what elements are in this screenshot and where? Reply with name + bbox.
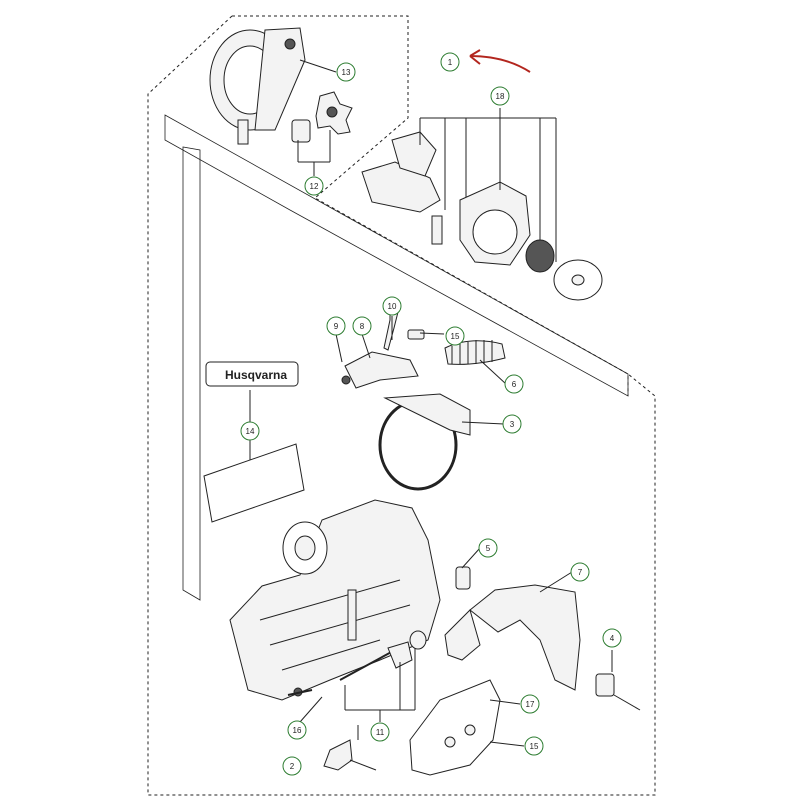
part-11-bolt	[339, 641, 416, 722]
assembly-boundary-inner	[164, 114, 629, 397]
callout-2: 2	[282, 756, 302, 776]
callout-1: 1	[440, 52, 460, 72]
part-2-bracket	[323, 725, 377, 771]
part-17-hole-a	[444, 736, 456, 748]
red-arrowhead	[469, 49, 481, 65]
part-16-screw	[287, 689, 323, 723]
callout-18: 18	[490, 86, 510, 106]
svg-text:9: 9	[334, 322, 339, 331]
svg-text:2: 2	[290, 762, 295, 771]
svg-text:16: 16	[293, 726, 302, 735]
part-17-plate	[409, 679, 501, 776]
callout-13: 13	[336, 62, 356, 82]
callout-15b: 15	[524, 736, 544, 756]
callout-6: 6	[504, 374, 524, 394]
part-linkage	[341, 300, 506, 389]
part-13-housing	[209, 27, 306, 145]
svg-text:4: 4	[610, 634, 615, 643]
callout-15a: 15	[445, 326, 465, 346]
husqvarna-logo: Husqvarna	[225, 368, 287, 382]
part-7-guard	[444, 584, 581, 691]
svg-text:15: 15	[530, 742, 539, 751]
callout-12: 12	[304, 176, 324, 196]
part-17-hole-b	[464, 724, 476, 736]
callout-7: 7	[570, 562, 590, 582]
svg-text:11: 11	[376, 728, 385, 737]
leader-lines	[297, 59, 573, 747]
callout-5: 5	[478, 538, 498, 558]
callout-10: 10	[382, 296, 402, 316]
svg-text:8: 8	[360, 322, 365, 331]
svg-text:3: 3	[510, 420, 515, 429]
callout-17: 17	[520, 694, 540, 714]
part-3-brake-band	[378, 393, 471, 491]
svg-text:6: 6	[512, 380, 517, 389]
svg-text:10: 10	[388, 302, 397, 311]
svg-text:5: 5	[486, 544, 491, 553]
part-14-label	[203, 361, 305, 523]
callout-8: 8	[352, 316, 372, 336]
svg-text:7: 7	[578, 568, 583, 577]
svg-text:12: 12	[310, 182, 319, 191]
main-cover-body	[229, 499, 441, 701]
callout-14: 14	[240, 421, 260, 441]
svg-text:17: 17	[526, 700, 535, 709]
callout-11: 11	[370, 722, 390, 742]
callout-3: 3	[502, 414, 522, 434]
svg-text:15: 15	[451, 332, 460, 341]
callout-16: 16	[287, 720, 307, 740]
callout-4: 4	[602, 628, 622, 648]
part-5-pin	[455, 566, 471, 590]
svg-text:1: 1	[448, 58, 453, 67]
red-arrow	[469, 55, 531, 73]
part-4-nut	[595, 650, 641, 711]
part-12-sprocket	[291, 91, 353, 143]
svg-text:14: 14	[246, 427, 255, 436]
part-18-brake-assembly	[361, 108, 603, 301]
svg-text:18: 18	[496, 92, 505, 101]
callout-9: 9	[326, 316, 346, 336]
assembly-boundary-main	[147, 15, 656, 796]
cover-outline-box	[182, 146, 201, 601]
svg-text:13: 13	[342, 68, 351, 77]
